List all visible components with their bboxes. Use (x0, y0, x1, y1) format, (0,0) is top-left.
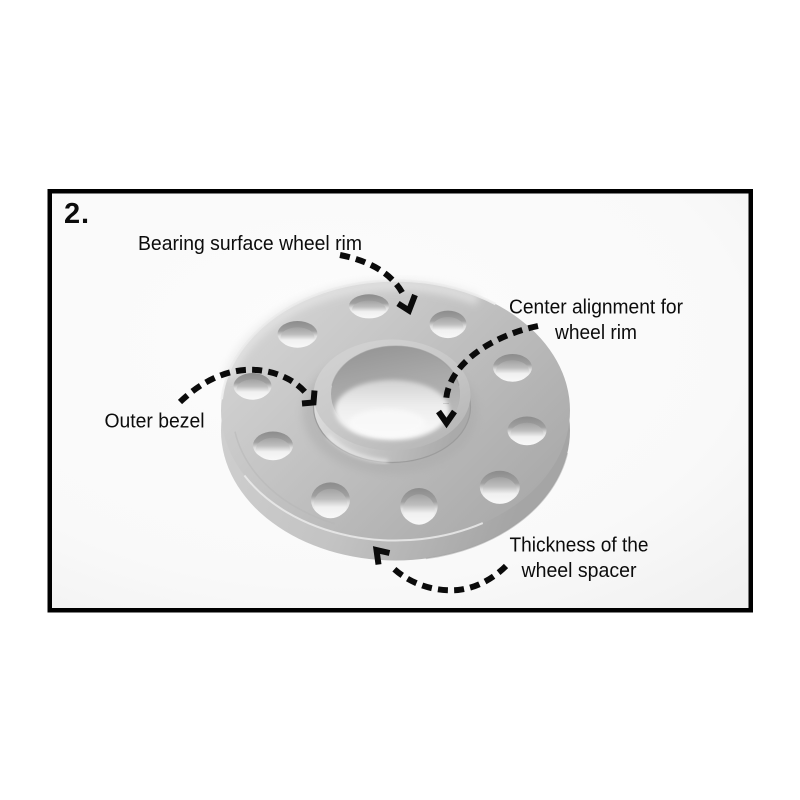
svg-text:Bearing surface wheel rim: Bearing surface wheel rim (138, 233, 362, 255)
svg-text:wheel spacer: wheel spacer (521, 560, 637, 582)
svg-text:Outer bezel: Outer bezel (105, 411, 205, 433)
svg-text:Thickness of the: Thickness of the (510, 535, 649, 557)
svg-text:2.: 2. (64, 198, 89, 230)
svg-text:wheel rim: wheel rim (554, 322, 637, 344)
svg-text:Center alignment for: Center alignment for (509, 297, 683, 319)
